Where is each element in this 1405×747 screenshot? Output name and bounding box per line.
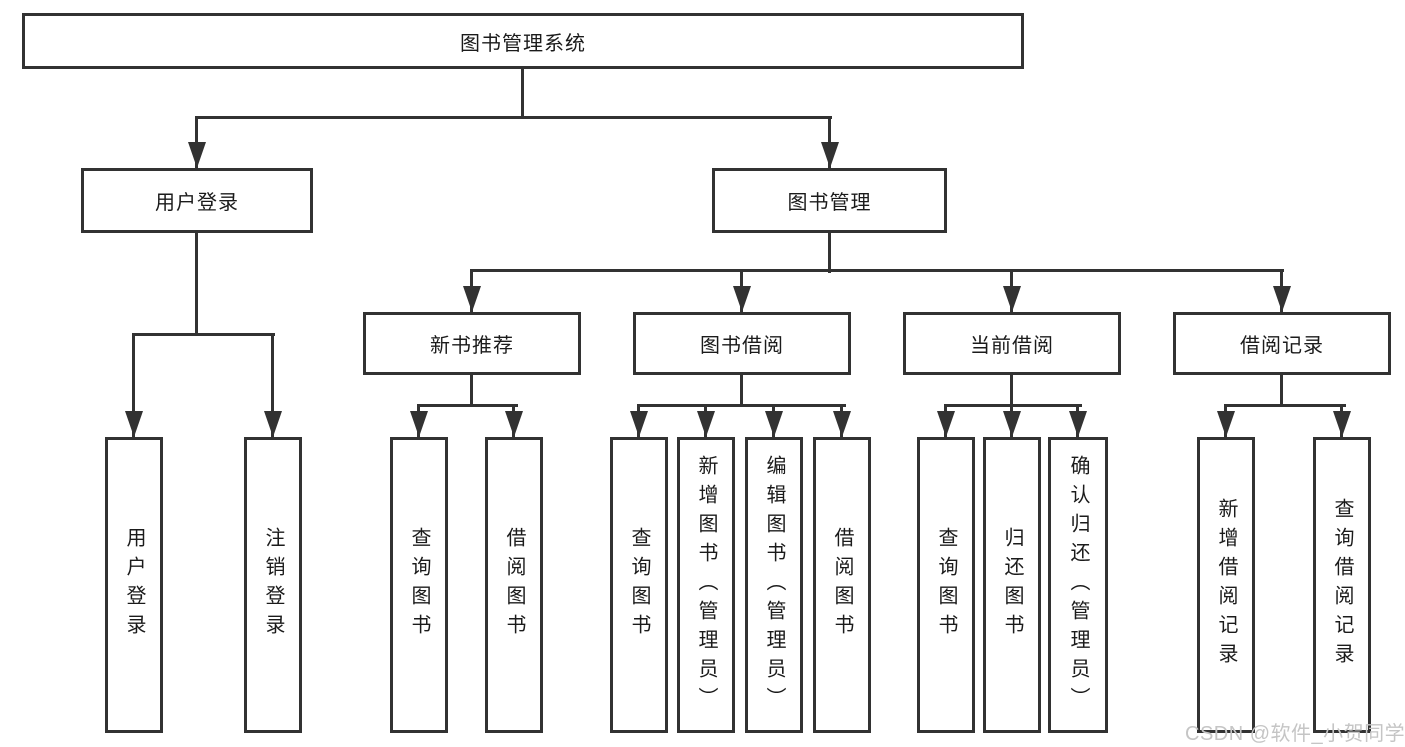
leaf-return-books-label: 归还图书 <box>1001 527 1023 643</box>
leaf-query-borrow-record: 查询借阅记录 <box>1313 437 1371 733</box>
arrow-to-leaf-edit-book <box>765 411 783 437</box>
node-book-management-label: 图书管理 <box>787 192 872 214</box>
leaf-borrow-books-1-label: 借阅图书 <box>503 527 525 643</box>
leaf-confirm-return-admin: 确认归还（管理员） <box>1048 437 1108 733</box>
arrow-to-leaf-query-books-1 <box>410 411 428 437</box>
leaf-query-books-3: 查询图书 <box>917 437 975 733</box>
arrow-to-current-borrowing <box>1003 286 1021 312</box>
connector-user-login-rail <box>132 333 275 336</box>
arrow-to-borrowing-records <box>1273 286 1291 312</box>
leaf-query-books-3-label: 查询图书 <box>935 527 957 643</box>
node-new-book-recommendation-label: 新书推荐 <box>430 335 514 357</box>
arrow-to-leaf-logout <box>264 411 282 437</box>
arrow-to-leaf-query-record <box>1333 411 1351 437</box>
arrow-to-book-management <box>821 142 839 168</box>
leaf-query-books-1: 查询图书 <box>390 437 448 733</box>
connector-book-borrowing-stub <box>740 375 743 407</box>
leaf-query-books-2-label: 查询图书 <box>628 527 650 643</box>
node-user-login: 用户登录 <box>81 168 313 233</box>
leaf-add-borrow-record: 新增借阅记录 <box>1197 437 1255 733</box>
leaf-borrow-books-1: 借阅图书 <box>485 437 543 733</box>
arrow-to-leaf-user-login <box>125 411 143 437</box>
node-library-system-label: 图书管理系统 <box>460 32 586 55</box>
leaf-borrow-books-2: 借阅图书 <box>813 437 871 733</box>
connector-to-leaf-user-login <box>132 333 135 437</box>
arrow-to-user-login <box>188 142 206 168</box>
leaf-confirm-return-admin-label: 确认归还（管理员） <box>1067 454 1089 716</box>
connector-borrowing-records-rail <box>1224 404 1346 407</box>
arrow-to-leaf-confirm-return <box>1069 411 1087 437</box>
connector-book-management-stub <box>828 233 831 273</box>
node-book-borrowing: 图书借阅 <box>633 312 851 375</box>
leaf-edit-book-admin: 编辑图书（管理员） <box>745 437 803 733</box>
connector-borrowing-records-stub <box>1280 375 1283 407</box>
leaf-return-books: 归还图书 <box>983 437 1041 733</box>
connector-book-management-rail <box>470 269 1284 272</box>
leaf-query-books-2: 查询图书 <box>610 437 668 733</box>
connector-current-borrowing-stub <box>1010 375 1013 407</box>
node-library-system: 图书管理系统 <box>22 13 1024 69</box>
leaf-logout-label: 注销登录 <box>262 527 284 643</box>
connector-root-stub <box>521 69 524 119</box>
connector-to-leaf-logout <box>271 333 274 437</box>
arrow-to-leaf-query-books-3 <box>937 411 955 437</box>
node-current-borrowing-label: 当前借阅 <box>970 335 1054 357</box>
arrow-to-leaf-add-book <box>697 411 715 437</box>
leaf-borrow-books-2-label: 借阅图书 <box>831 527 853 643</box>
node-current-borrowing: 当前借阅 <box>903 312 1121 375</box>
arrow-to-leaf-borrow-books-1 <box>505 411 523 437</box>
leaf-add-borrow-record-label: 新增借阅记录 <box>1215 498 1237 672</box>
leaf-query-books-1-label: 查询图书 <box>408 527 430 643</box>
leaf-edit-book-admin-label: 编辑图书（管理员） <box>763 454 785 716</box>
connector-user-login-stub <box>195 233 198 336</box>
node-user-login-label: 用户登录 <box>155 192 239 214</box>
node-book-borrowing-label: 图书借阅 <box>700 335 784 357</box>
connector-new-book-rail <box>417 404 518 407</box>
arrow-to-leaf-query-books-2 <box>630 411 648 437</box>
leaf-user-login: 用户登录 <box>105 437 163 733</box>
connector-root-rail <box>195 116 832 119</box>
node-book-management: 图书管理 <box>712 168 947 233</box>
arrow-to-leaf-add-record <box>1217 411 1235 437</box>
arrow-to-book-borrowing <box>733 286 751 312</box>
node-borrowing-records-label: 借阅记录 <box>1240 335 1324 357</box>
connector-book-borrowing-rail <box>637 404 846 407</box>
arrow-to-leaf-return-books <box>1003 411 1021 437</box>
connector-new-book-stub <box>470 375 473 407</box>
node-new-book-recommendation: 新书推荐 <box>363 312 581 375</box>
node-borrowing-records: 借阅记录 <box>1173 312 1391 375</box>
leaf-user-login-label: 用户登录 <box>123 527 145 643</box>
leaf-logout: 注销登录 <box>244 437 302 733</box>
leaf-query-borrow-record-label: 查询借阅记录 <box>1331 498 1353 672</box>
arrow-to-new-book <box>463 286 481 312</box>
csdn-watermark: CSDN @软件_小贺同学 <box>1185 723 1405 745</box>
leaf-add-book-admin-label: 新增图书（管理员） <box>695 454 717 716</box>
arrow-to-leaf-borrow-books-2 <box>833 411 851 437</box>
connector-current-borrowing-rail <box>944 404 1082 407</box>
leaf-add-book-admin: 新增图书（管理员） <box>677 437 735 733</box>
